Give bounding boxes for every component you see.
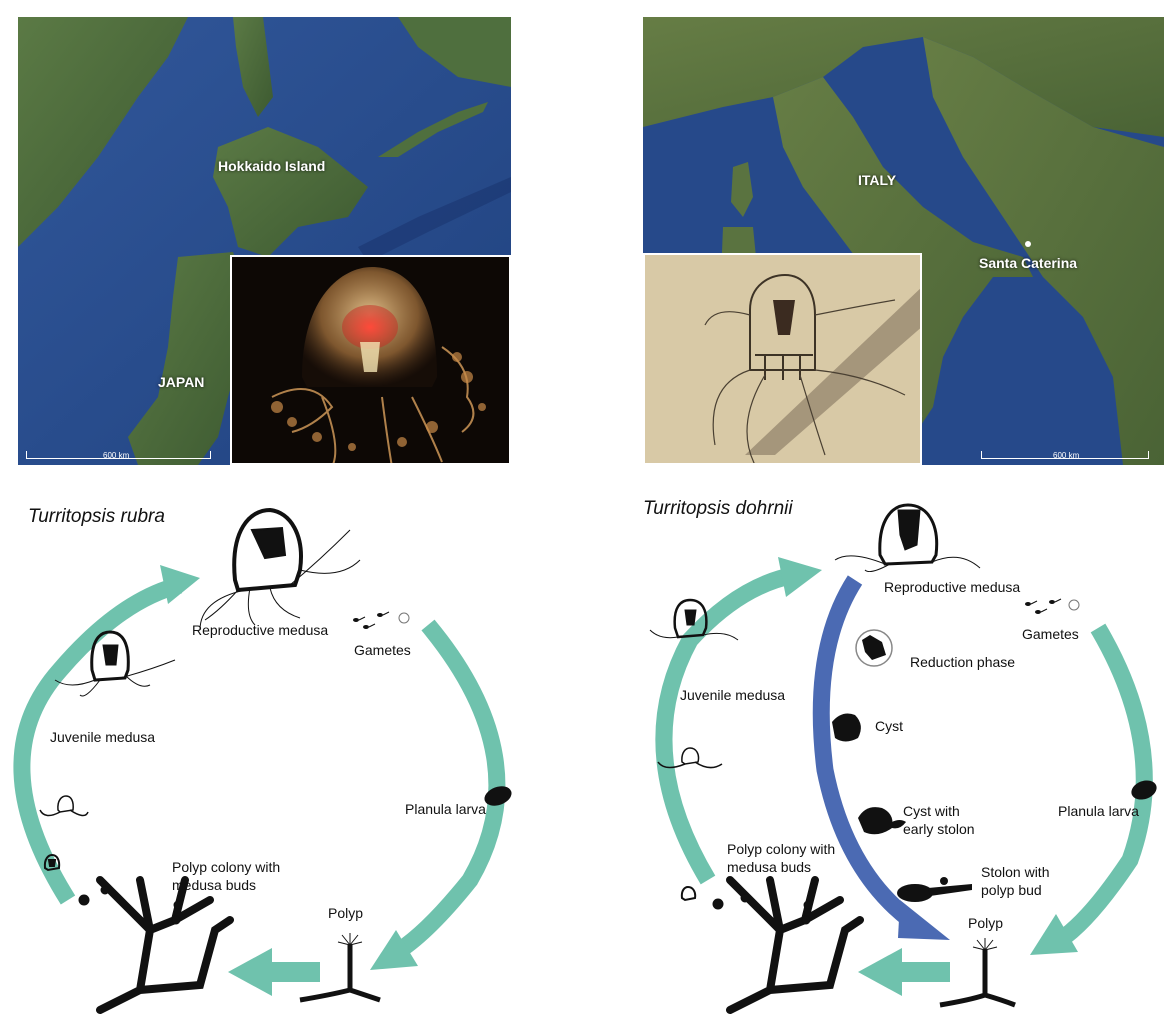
juvenile-medusa-icon [54, 630, 176, 697]
polyp-colony-icon [78, 876, 234, 1014]
left-gametes-label: Gametes [354, 642, 411, 658]
right-polyp-colony-label-1: Polyp colony with [727, 841, 836, 857]
right-reproductive-medusa-icon [834, 503, 981, 572]
planula-larva-icon [484, 786, 512, 806]
right-medusa-bud-icon [680, 885, 697, 902]
japan-label: JAPAN [158, 374, 205, 390]
reverse-arrowhead [898, 900, 950, 940]
turritopsis-rubra-photo [230, 255, 511, 465]
right-polyp-icon [939, 938, 1016, 1008]
reverse-development-arrow [812, 575, 916, 927]
left-cycle-diagram [13, 507, 512, 1014]
japan-scale-bar [26, 451, 211, 459]
reduction-phase-icon [855, 629, 893, 667]
cyst-label: Cyst [875, 718, 903, 734]
right-reproductive-medusa-label: Reproductive medusa [884, 579, 1021, 595]
italy-scale-label: 600 km [1053, 451, 1080, 460]
right-arc-down-teal [1055, 623, 1153, 948]
left-planula-larva-label: Planula larva [405, 801, 486, 817]
left-arc-up [13, 576, 183, 905]
santa-caterina-marker [1025, 241, 1031, 247]
italy-map: ITALY Santa Caterina 600 km [643, 17, 1164, 465]
reduction-phase-label: Reduction phase [910, 654, 1016, 670]
polyp-icon [299, 933, 381, 1003]
right-arrowhead-top [778, 557, 822, 597]
right-juvenile-medusa-label: Juvenile medusa [680, 687, 786, 703]
right-planula-larva-label: Planula larva [1058, 803, 1139, 819]
left-bottom-arrow-shaft [265, 962, 320, 982]
left-juvenile-medusa-label: Juvenile medusa [50, 729, 156, 745]
right-arc-down [395, 619, 506, 958]
right-polyp-label: Polyp [968, 915, 1004, 931]
small-juvenile-medusa-icon [39, 795, 89, 817]
cyst-icon [832, 713, 861, 742]
left-arrowhead-top [160, 565, 200, 604]
santa-caterina-label: Santa Caterina [979, 255, 1078, 271]
right-planula-larva-icon [1131, 780, 1157, 800]
left-polyp-label: Polyp [328, 905, 364, 921]
japan-scale-label: 600 km [103, 451, 130, 460]
cyst-stolon-label-1: Cyst with [903, 803, 960, 819]
left-reproductive-medusa-label: Reproductive medusa [192, 622, 329, 638]
hokkaido-label: Hokkaido Island [218, 158, 326, 174]
microscopy-photo-graphic [645, 255, 920, 463]
right-arc-up [655, 566, 797, 885]
reproductive-medusa-icon [199, 507, 361, 631]
right-polyp-colony-icon [712, 876, 864, 1014]
left-polyp-colony-label-2: medusa buds [172, 877, 257, 893]
right-bottom-arrow-shaft [895, 962, 950, 982]
gametes-icon [353, 611, 410, 629]
stolon-bud-label-1: Stolon with [981, 864, 1050, 880]
right-bottom-arrowhead [858, 948, 902, 996]
left-polyp-colony-label-1: Polyp colony with [172, 859, 281, 875]
left-arrowhead-bottom [370, 930, 418, 970]
right-species-title: Turritopsis dohrnii [643, 498, 793, 519]
italy-scale-bar [981, 451, 1149, 459]
medusa-bud-icon [43, 853, 61, 872]
right-polyp-colony-label-2: medusa buds [727, 859, 812, 875]
cyst-with-early-stolon-icon [858, 807, 906, 835]
jellyfish-photo-graphic [232, 257, 509, 463]
right-cycle-diagram [649, 503, 1157, 1014]
right-small-juvenile-medusa-icon [657, 747, 723, 769]
stolon-bud-label-2: polyp bud [981, 882, 1042, 898]
italy-label: ITALY [858, 172, 897, 188]
japan-map: Hokkaido Island JAPAN 600 km [18, 17, 511, 465]
right-gametes-label: Gametes [1022, 626, 1079, 642]
stolon-with-polyp-bud-icon [897, 877, 972, 902]
right-arrowhead-bottom [1030, 914, 1078, 955]
right-juvenile-medusa-icon [649, 598, 739, 641]
right-gametes-icon [1025, 598, 1080, 614]
cyst-stolon-label-2: early stolon [903, 821, 975, 837]
left-species-title: Turritopsis rubra [28, 506, 165, 527]
turritopsis-dohrnii-photo [643, 253, 922, 465]
left-bottom-arrowhead [228, 948, 272, 996]
